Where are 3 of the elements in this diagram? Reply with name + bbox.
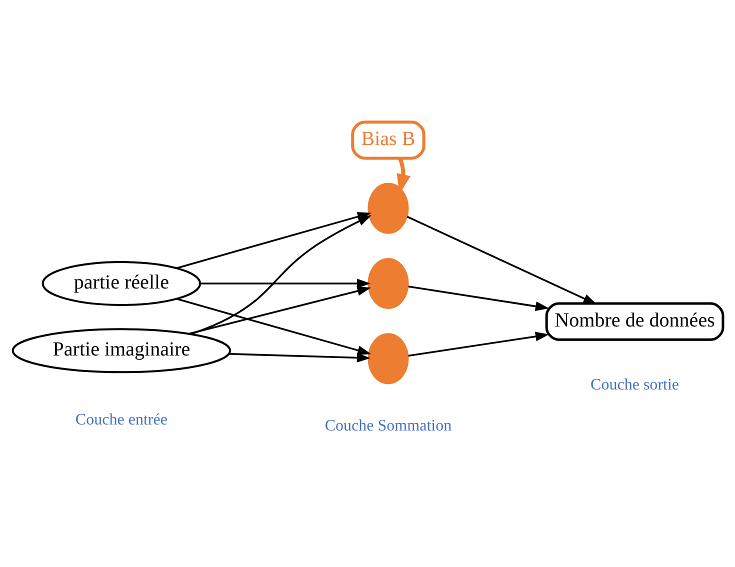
label: Couche Sommation (324, 418, 452, 435)
label: Couche entrée (74, 412, 167, 429)
label: Couche sortie (590, 376, 679, 394)
